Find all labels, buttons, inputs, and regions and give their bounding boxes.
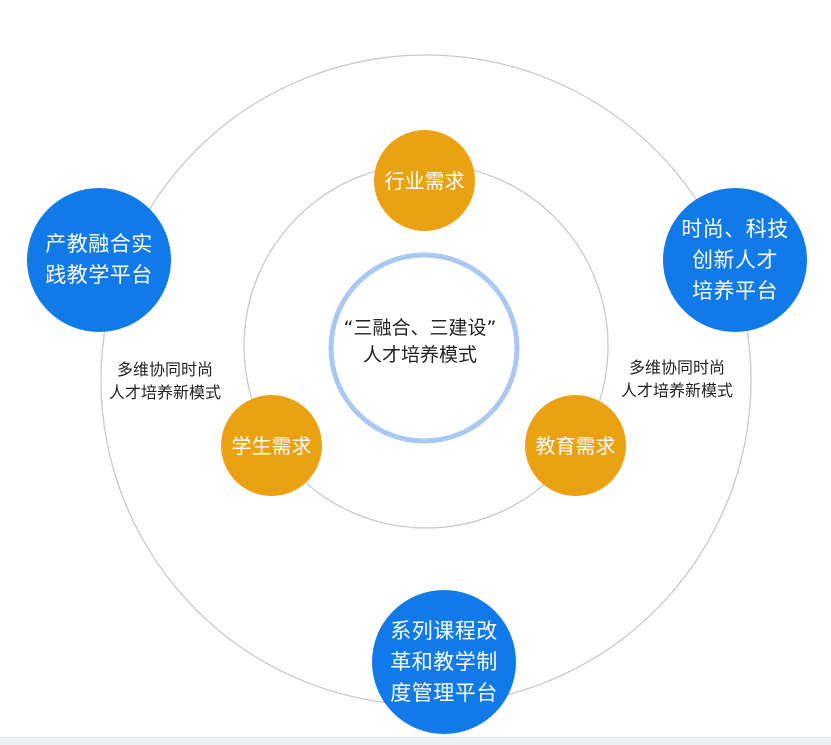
left-mode-label: 多维协同时尚 人才培养新模式 (108, 360, 221, 402)
student-need-label: 学生需求 (231, 433, 312, 458)
center-title: “三融合、三建设” 人才培养模式 (343, 317, 497, 366)
curriculum-platform-node: 系列课程改 革和教学制 度管理平台 (372, 590, 516, 734)
education-need-label: 教育需求 (535, 433, 616, 458)
industry-need-label: 行业需求 (384, 168, 465, 193)
curriculum-platform-label: 系列课程改 革和教学制 度管理平台 (390, 618, 498, 705)
education-need-node: 教育需求 (525, 395, 626, 496)
practice-platform-label: 产教融合实 践教学平台 (45, 232, 153, 287)
center-ring (328, 252, 520, 444)
industry-need-node: 行业需求 (374, 130, 475, 231)
student-need-node: 学生需求 (221, 395, 322, 496)
innovation-platform-node: 时尚、科技 创新人才 培养平台 (663, 188, 807, 332)
right-mode-label: 多维协同时尚 人才培养新模式 (620, 358, 733, 400)
innovation-platform-label: 时尚、科技 创新人才 培养平台 (681, 216, 789, 303)
practice-platform-node: 产教融合实 践教学平台 (27, 188, 171, 332)
bottom-divider (0, 737, 831, 745)
